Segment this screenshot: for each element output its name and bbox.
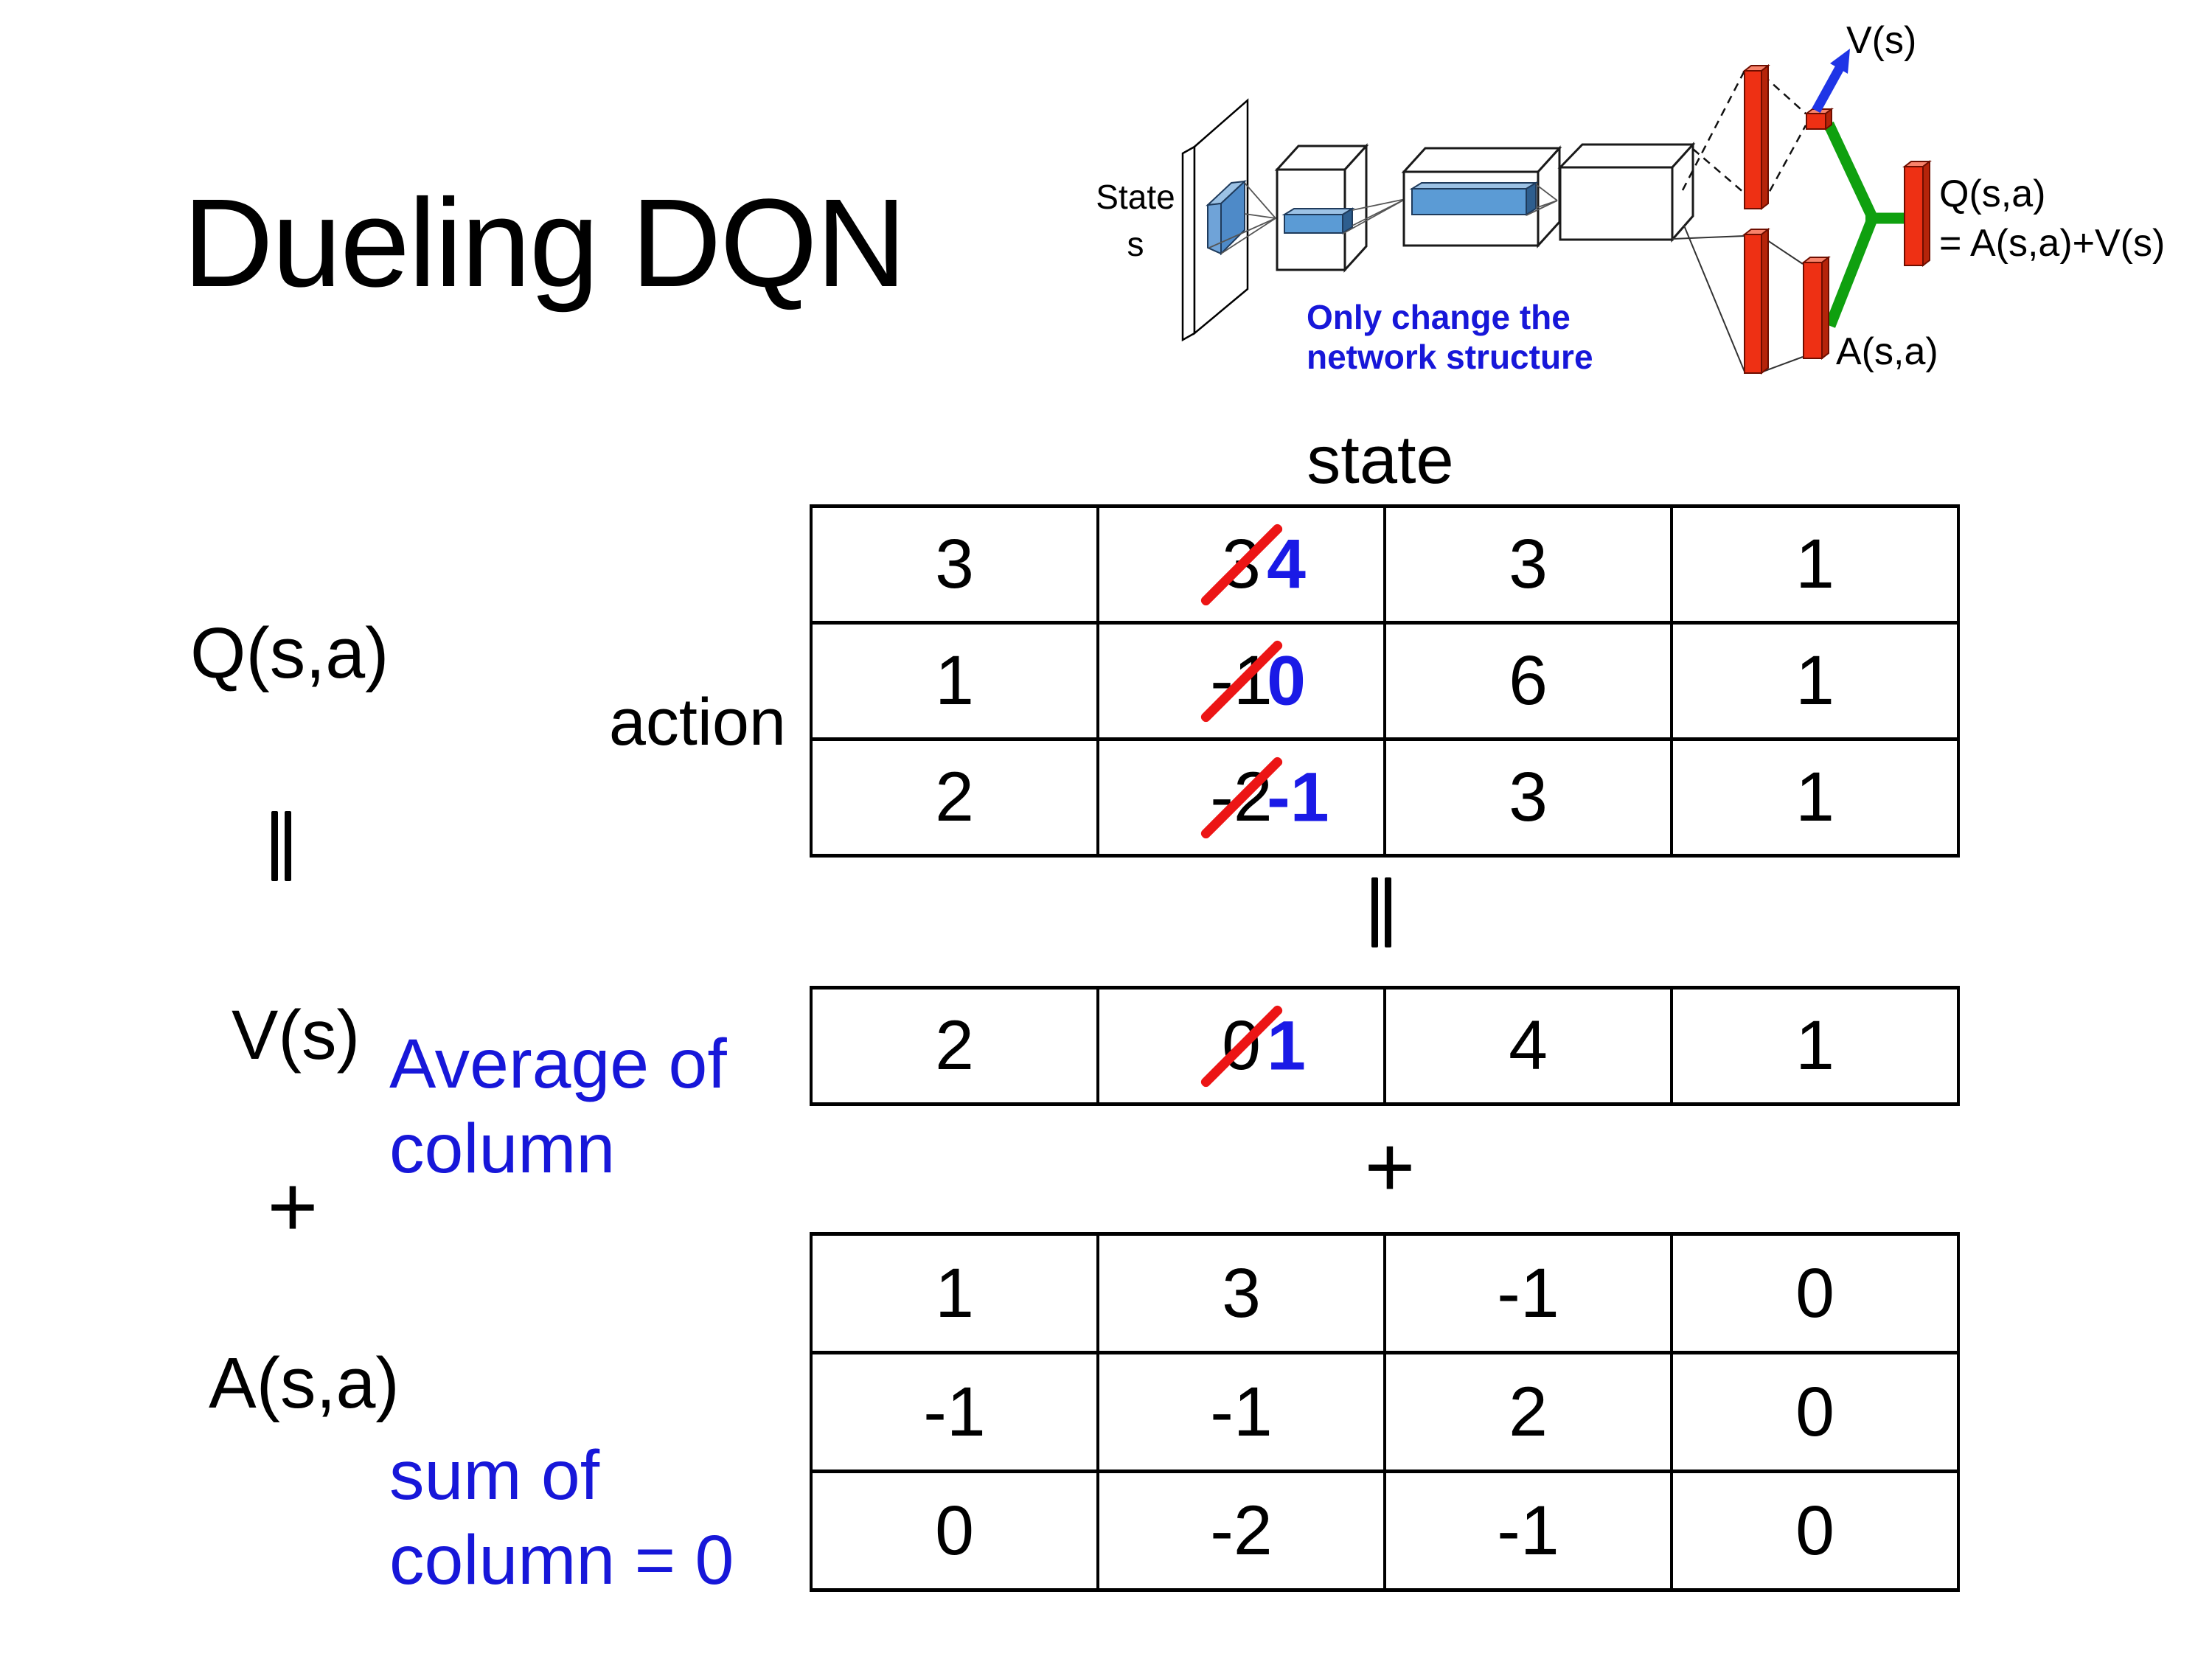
- value-node-cube-icon: [1804, 108, 1834, 131]
- a-matrix-label: A(s,a): [209, 1343, 400, 1423]
- table-row: 1 3 -1 0: [810, 1232, 1960, 1354]
- feature-slab-3-icon: [1409, 181, 1539, 216]
- average-note-line1: Average of: [389, 1025, 727, 1103]
- q-cell-r1c0: 1: [810, 621, 1099, 741]
- average-note-line2: column: [389, 1110, 616, 1188]
- q-cell-r2c1-corrected: -2 -1: [1096, 737, 1386, 858]
- state-header: state: [1307, 422, 1454, 498]
- diagram-state-label: State: [1096, 178, 1175, 216]
- q-cell-r2c0: 2: [810, 737, 1099, 858]
- equals-sign-left: [271, 811, 291, 881]
- diagram-caption-line2: network structure: [1307, 338, 1593, 376]
- v-cell-c2: 4: [1383, 986, 1673, 1106]
- a-cell-r0c3: 0: [1670, 1232, 1960, 1354]
- fc-box-icon: [1557, 142, 1696, 243]
- q-cell-r1c1-corrected: -1 0: [1096, 621, 1386, 741]
- value-arrow-icon: [1812, 49, 1850, 114]
- diagram-a-output-label: A(s,a): [1836, 330, 1938, 373]
- a-cell-r2c0: 0: [810, 1470, 1099, 1592]
- q-cell-r1c2: 6: [1383, 621, 1673, 741]
- a-cell-r0c0: 1: [810, 1232, 1099, 1354]
- table-row: 2 -2 -1 3 1: [810, 737, 1960, 858]
- q-cell-r2c3: 1: [1670, 737, 1960, 858]
- q-value-table: 3 3 4 3 1 1 -1 0 6 1 2 -2 -1: [810, 504, 1960, 858]
- table-row: 2 0 1 4 1: [810, 986, 1960, 1106]
- feature-slab-2-icon: [1281, 207, 1355, 234]
- a-cell-r2c3: 0: [1670, 1470, 1960, 1592]
- table-row: 3 3 4 3 1: [810, 504, 1960, 625]
- table-row: -1 -1 2 0: [810, 1351, 1960, 1473]
- q-cell-r1c3: 1: [1670, 621, 1960, 741]
- diagram-q-output-label-2: = A(s,a)+V(s): [1939, 222, 2165, 265]
- a-cell-r1c0: -1: [810, 1351, 1099, 1473]
- q-matrix-label: Q(s,a): [190, 613, 389, 693]
- network-diagram: State s V(s) Q(s,a) = A(s,a)+V(s) A(s,a)…: [1096, 19, 2165, 376]
- conv-box-1-icon: [1274, 143, 1369, 273]
- q-cell-r0c0: 3: [810, 504, 1099, 625]
- sum-note-line2: column = 0: [389, 1521, 734, 1599]
- connection-cone-1: [1208, 182, 1276, 254]
- connection-cone-3: [1526, 184, 1558, 216]
- feature-slab-1-icon: [1206, 179, 1247, 256]
- state-value-table: 2 0 1 4 1: [810, 986, 1960, 1106]
- a-cell-r1c2: 2: [1383, 1351, 1673, 1473]
- table-row: 1 -1 0 6 1: [810, 621, 1960, 741]
- corrected-value: -1: [1267, 758, 1329, 836]
- v-cell-c1-corrected: 0 1: [1096, 986, 1386, 1106]
- q-cell-r2c2: 3: [1383, 737, 1673, 858]
- diagram-state-s-label: s: [1127, 225, 1144, 263]
- table-row: 0 -2 -1 0: [810, 1470, 1960, 1592]
- diagram-v-output-label: V(s): [1846, 19, 1916, 62]
- diagram-caption-line1: Only change the: [1307, 298, 1571, 336]
- v-vector-label: V(s): [232, 996, 361, 1074]
- q-cell-r0c1-corrected: 3 4: [1096, 504, 1386, 625]
- action-label: action: [608, 686, 786, 759]
- advantage-vector-bar-icon: [1801, 255, 1831, 361]
- value-stream-bar-icon: [1742, 63, 1770, 211]
- a-cell-r2c1: -2: [1096, 1470, 1386, 1592]
- page-title: Dueling DQN: [183, 173, 906, 313]
- a-cell-r1c1: -1: [1096, 1351, 1386, 1473]
- merge-connector-icon: [1823, 121, 1907, 328]
- a-cell-r1c3: 0: [1670, 1351, 1960, 1473]
- advantage-table: 1 3 -1 0 -1 -1 2 0 0 -2 -1 0: [810, 1232, 1960, 1592]
- q-output-bar-icon: [1902, 159, 1932, 268]
- equals-sign-middle: [1371, 877, 1391, 947]
- advantage-stream-bar-icon: [1742, 227, 1770, 375]
- plus-sign-middle: +: [1364, 1119, 1416, 1216]
- v-cell-c0: 2: [810, 986, 1099, 1106]
- a-cell-r2c2: -1: [1383, 1470, 1673, 1592]
- q-cell-r0c3: 1: [1670, 504, 1960, 625]
- a-cell-r0c2: -1: [1383, 1232, 1673, 1354]
- sum-note-line1: sum of: [389, 1436, 600, 1514]
- diagram-q-output-label-1: Q(s,a): [1939, 173, 2045, 215]
- connection-cone-2: [1342, 198, 1406, 234]
- q-cell-r0c2: 3: [1383, 504, 1673, 625]
- a-cell-r0c1: 3: [1096, 1232, 1386, 1354]
- v-cell-c3: 1: [1670, 986, 1960, 1106]
- solid-advantage-connections: [1672, 225, 1804, 372]
- plus-sign-left: +: [267, 1158, 319, 1256]
